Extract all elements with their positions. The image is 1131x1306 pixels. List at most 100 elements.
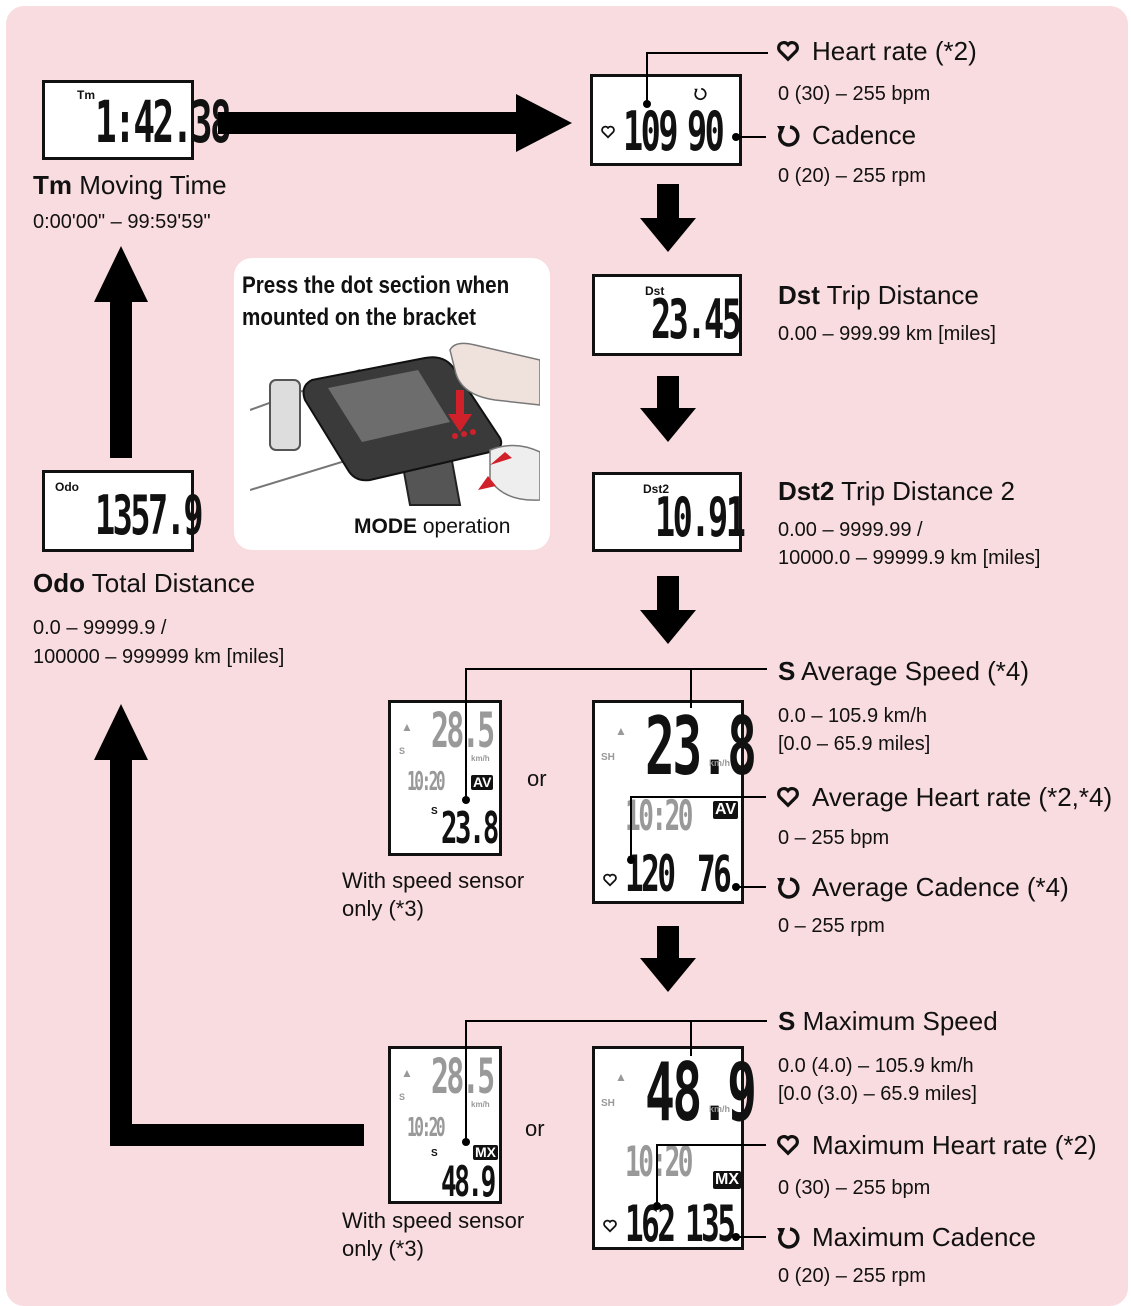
heart-icon	[601, 125, 615, 139]
arrow-down-1-shaft	[657, 184, 679, 220]
odo-screen-value: 1357.9	[95, 484, 204, 547]
tm-abbr: Tm	[33, 170, 72, 200]
avg-so-s-label: S	[431, 806, 438, 817]
max-so-leader-v	[465, 1020, 467, 1142]
tm-range: 0:00'00" – 99:59'59"	[33, 211, 211, 233]
max-full-triangle: ▲	[615, 1070, 627, 1084]
arrow-down-4-shaft	[657, 926, 679, 960]
avg-so-speed-value: 28.5	[431, 703, 495, 759]
avg-cad-leader-h	[736, 886, 766, 888]
avg-full-heart-icon	[603, 873, 617, 887]
cadence-leader-dot	[732, 133, 740, 141]
dst-abbr: Dst	[778, 280, 820, 310]
arrow-tm-to-hr-head	[516, 94, 572, 152]
avg-so-leader-dot	[462, 796, 470, 804]
avg-so-time-value: 10:20	[407, 767, 446, 797]
avg-speed-abbr: S	[778, 656, 796, 686]
arrow-down-2-shaft	[657, 376, 679, 410]
max-full-cad-value: 135	[685, 1195, 736, 1253]
avg-cad-leader-dot	[732, 883, 740, 891]
max-heart-label: Maximum Heart rate (*2)	[812, 1130, 1097, 1160]
hr-range: 0 (30) – 255 bpm	[778, 83, 931, 105]
avg-full-badge: AV	[713, 801, 739, 819]
max-speed-only-screen: ▲ 28.5 km/h S 10:20 MX S 48.9	[388, 1046, 502, 1204]
max-full-badge: MX	[713, 1171, 741, 1189]
arrow-loop-head	[94, 704, 148, 760]
max-heart-label-icon	[777, 1135, 799, 1156]
odo-abbr: Odo	[33, 568, 85, 598]
max-speed-range-1: 0.0 (4.0) – 105.9 km/h	[778, 1055, 974, 1077]
max-so-leader-dot	[462, 1138, 470, 1146]
max-so-badge: MX	[473, 1144, 498, 1161]
arrow-loop-vertical	[110, 760, 132, 1146]
avg-so-badge: AV	[471, 774, 494, 791]
hr-label: Heart rate (*2)	[812, 36, 977, 66]
dst-label: Dst Trip Distance	[778, 280, 979, 311]
hr-screen-value: 109	[623, 100, 679, 163]
max-speed-abbr: S	[778, 1006, 796, 1036]
hr-cadence-screen: 109 90	[590, 74, 742, 166]
max-full-sc-icon: SH	[601, 1098, 615, 1109]
max-so-s-icon: S	[399, 1092, 406, 1102]
odo-screen-label: Odo	[55, 480, 79, 494]
hr-leader-v	[646, 52, 648, 104]
callout-caption: MODE operation	[354, 514, 510, 539]
arrow-down-2-head	[640, 408, 696, 442]
max-so-triangle: ▲	[401, 1066, 413, 1080]
background-panel	[6, 6, 1128, 1306]
cadence-screen-value: 90	[687, 100, 725, 163]
avg-so-value: 23.8	[441, 803, 499, 854]
hr-leader-dot	[643, 100, 651, 108]
avg-cad-label: Average Cadence (*4)	[812, 872, 1069, 902]
max-speed-leader-h	[465, 1020, 767, 1022]
odo-screen: Odo 1357.9	[42, 470, 204, 552]
dst2-screen-label: Dst2	[643, 482, 670, 496]
arrow-down-4-head	[640, 958, 696, 992]
avg-so-unit: km/h	[471, 754, 490, 763]
max-full-screen: ▲ 48.9 km/h SH 10:20 MX 162 135	[592, 1046, 757, 1253]
tm-screen-label: Tm	[77, 88, 95, 102]
dst2-screen-value: 10.91	[655, 486, 746, 549]
avg-heart-label: Average Heart rate (*2,*4)	[812, 782, 1113, 812]
dst-name: Trip Distance	[826, 280, 979, 310]
max-heart-range: 0 (30) – 255 bpm	[778, 1177, 931, 1199]
max-or-label: or	[525, 1116, 545, 1141]
max-speed-label: S Maximum Speed	[778, 1006, 998, 1037]
max-so-time-value: 10:20	[407, 1113, 446, 1143]
callout-title-2: mounted on the bracket	[242, 304, 476, 331]
cadence-label-icon	[777, 125, 800, 147]
avg-speed-leader-h	[465, 668, 767, 670]
max-speed-name: Maximum Speed	[802, 1006, 998, 1036]
hr-leader-h	[646, 52, 768, 54]
max-cad-leader-dot	[732, 1233, 740, 1241]
dst-screen-label: Dst	[645, 284, 665, 298]
max-so-caption-2: only (*3)	[342, 1236, 424, 1261]
heart-label-icon	[777, 41, 799, 62]
max-so-value: 48.9	[441, 1157, 496, 1206]
avg-so-caption-1: With speed sensor	[342, 868, 525, 893]
cadence-range: 0 (20) – 255 rpm	[778, 165, 926, 187]
max-speed-leader-v	[690, 1020, 692, 1056]
arrow-down-1-head	[640, 218, 696, 252]
max-so-speed-value: 28.5	[431, 1049, 495, 1105]
arrow-odo-to-tm-head	[94, 246, 148, 302]
avg-full-time-value: 10:20	[625, 791, 693, 840]
dst2-range-2: 10000.0 – 99999.9 km [miles]	[778, 547, 1041, 569]
avg-heart-range: 0 – 255 bpm	[778, 827, 890, 849]
avg-full-triangle: ▲	[615, 724, 627, 738]
dst2-screen: Dst2 10.91	[592, 472, 746, 552]
max-cad-label: Maximum Cadence	[812, 1222, 1036, 1252]
max-full-unit: km/h	[709, 1104, 731, 1114]
odo-label: Odo Total Distance	[33, 568, 255, 599]
arrow-tm-to-hr-shaft	[218, 112, 518, 134]
dst-screen-value: 23.45	[651, 288, 742, 351]
cadence-icon	[694, 87, 707, 101]
avg-so-caption-2: only (*3)	[342, 896, 424, 921]
dst2-label: Dst2 Trip Distance 2	[778, 476, 1015, 507]
avg-cad-label-icon	[777, 877, 800, 899]
avg-heart-leader-h	[630, 796, 766, 798]
avg-so-s-icon: S	[399, 746, 406, 756]
odo-range-1: 0.0 – 99999.9 /	[33, 617, 167, 639]
max-heart-leader-v	[656, 1144, 658, 1206]
odo-range-2: 100000 – 999999 km [miles]	[33, 646, 285, 668]
